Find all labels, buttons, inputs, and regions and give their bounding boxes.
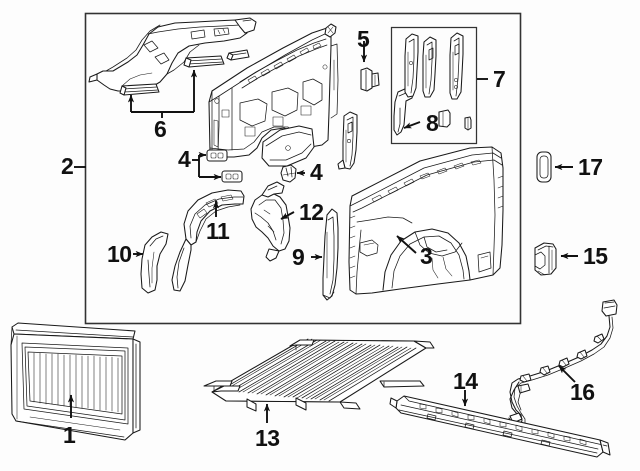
- part-16-bed-wiring-harness: [508, 299, 618, 430]
- part-7-pillar-center: [422, 36, 437, 98]
- callout-16[interactable]: 16: [570, 379, 595, 405]
- leader-12: [280, 211, 295, 220]
- leader-8: [403, 121, 421, 129]
- part-5-small-bracket: [360, 67, 380, 92]
- wheelhouse-outer-trim: [261, 125, 315, 167]
- callout-3[interactable]: 3: [420, 243, 433, 269]
- part-7-pillar-left: [404, 33, 419, 98]
- part-7-tiny-clip: [464, 116, 472, 131]
- callout-8[interactable]: 8: [426, 110, 439, 136]
- part-12-wheelhouse-inner-panel: [250, 181, 291, 262]
- callout-1[interactable]: 1: [63, 422, 76, 448]
- part-15-clip-retainer: [534, 242, 557, 276]
- leader-lines: [67, 41, 578, 423]
- part-6-reinforcement-plate-upper: [183, 55, 225, 68]
- callout-14[interactable]: 14: [453, 368, 478, 394]
- part-17-grommet-plug: [536, 151, 552, 183]
- bed-front-inner-panel: [208, 27, 339, 158]
- main-assembly-box-outline: [84, 12, 522, 325]
- leader-16: [558, 365, 576, 383]
- bed-side-vertical-pillar: [337, 111, 358, 170]
- part-1-tailgate-panel: [10, 322, 141, 441]
- small-star-clip: [324, 23, 337, 38]
- callout-15[interactable]: 15: [583, 243, 608, 269]
- part-13-bed-floor-panel: [203, 338, 435, 412]
- part-4-bracket-lower: [221, 170, 243, 183]
- part-6-small-clip: [226, 49, 250, 61]
- part-9-inner-stiffener-rail: [322, 208, 339, 301]
- part-6-reinforcement-plate-lower: [119, 83, 160, 96]
- callout-12[interactable]: 12: [299, 199, 324, 225]
- part-4-bracket-upper: [206, 149, 228, 162]
- part-4-gusset-right: [280, 164, 297, 183]
- part-11-wheelhouse-arch-rail: [171, 189, 245, 292]
- callout-4-left[interactable]: 4: [178, 146, 191, 172]
- part-7-small-plate: [438, 109, 451, 128]
- part-10-rear-corner-filler: [140, 231, 169, 294]
- callout-7[interactable]: 7: [493, 66, 506, 92]
- part-3-bed-side-outer-panel: [348, 146, 504, 295]
- part-14-bed-cross-sill: [389, 395, 611, 458]
- callout-9[interactable]: 9: [292, 244, 305, 270]
- callout-5[interactable]: 5: [357, 26, 370, 52]
- callout-11[interactable]: 11: [206, 218, 230, 244]
- callout-13[interactable]: 13: [255, 425, 280, 451]
- callout-4-right[interactable]: 4: [310, 159, 323, 185]
- leader-3: [396, 235, 417, 254]
- callout-2[interactable]: 2: [61, 153, 74, 179]
- callout-10[interactable]: 10: [107, 241, 132, 267]
- callout-6[interactable]: 6: [154, 116, 167, 142]
- pillar-subgroup-box-outline: [390, 26, 478, 145]
- callout-17[interactable]: 17: [578, 154, 603, 180]
- part-7-pillar-right: [449, 32, 464, 100]
